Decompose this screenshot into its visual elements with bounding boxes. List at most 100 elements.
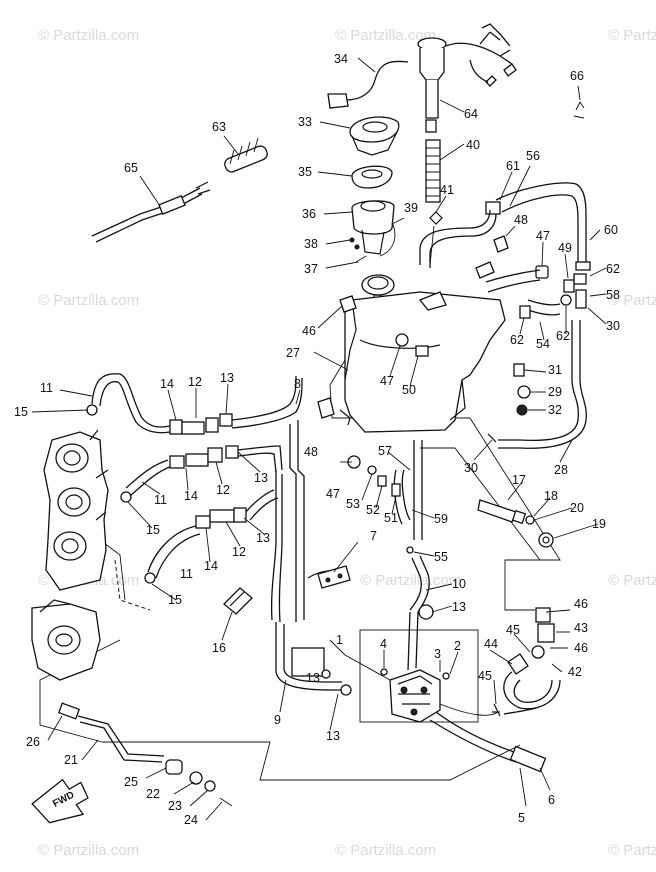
hose-clip — [223, 587, 253, 615]
callout-32: 32 — [548, 403, 562, 417]
callout-18: 18 — [544, 489, 558, 503]
callout-30: 30 — [464, 461, 478, 475]
callout-39: 39 — [404, 201, 418, 215]
callout-36: 36 — [302, 207, 316, 221]
callout-56: 56 — [526, 149, 540, 163]
callout-46: 46 — [574, 597, 588, 611]
watermark: © Partzilla.com — [608, 842, 656, 859]
watermark: © Partzilla.com — [335, 27, 436, 44]
callout-12: 12 — [188, 375, 202, 389]
callout-13: 13 — [256, 531, 270, 545]
callout-60: 60 — [604, 223, 618, 237]
callout-54: 54 — [536, 337, 550, 351]
callout-30: 30 — [606, 319, 620, 333]
callout-4: 4 — [380, 637, 387, 651]
callout-13: 13 — [220, 371, 234, 385]
callout-46: 46 — [302, 324, 316, 338]
callout-63: 63 — [212, 120, 226, 134]
callout-16: 16 — [212, 641, 226, 655]
tank-top-hoses — [339, 209, 497, 313]
oil-level-sender — [327, 23, 517, 266]
callout-34: 34 — [334, 52, 348, 66]
callout-22: 22 — [146, 787, 160, 801]
watermark-layer: © Partzilla.com © Partzilla.com © Partzi… — [38, 27, 656, 859]
callout-10: 10 — [452, 577, 466, 591]
callout-17: 17 — [512, 473, 526, 487]
watermark: © Partzilla.com — [608, 27, 656, 44]
callout-21: 21 — [64, 753, 78, 767]
callout-23: 23 — [168, 799, 182, 813]
callout-44: 44 — [484, 637, 498, 651]
callout-38: 38 — [304, 237, 318, 251]
callout-53: 53 — [346, 497, 360, 511]
callout-33: 33 — [298, 115, 312, 129]
fuel-pump — [380, 611, 547, 773]
callout-52: 52 — [366, 503, 380, 517]
callout-65: 65 — [124, 161, 138, 175]
oil-tank — [339, 274, 506, 433]
watermark: © Partzilla.com — [608, 572, 656, 589]
callout-13: 13 — [306, 671, 320, 685]
watermark: © Partzilla.com — [360, 572, 461, 589]
callout-2: 2 — [454, 639, 461, 653]
callout-3: 3 — [434, 647, 441, 661]
callout-61: 61 — [506, 159, 520, 173]
callout-58: 58 — [606, 288, 620, 302]
left-hose-network — [91, 373, 352, 696]
callout-37: 37 — [304, 262, 318, 276]
watermark: © Partzilla.com — [38, 842, 139, 859]
watermark: © Partzilla.com — [38, 292, 139, 309]
callout-41: 41 — [440, 183, 454, 197]
callout-15: 15 — [168, 593, 182, 607]
watermark: © Partzilla.com — [38, 27, 139, 44]
callout-12: 12 — [216, 483, 230, 497]
callout-62: 62 — [556, 329, 570, 343]
callout-28: 28 — [554, 463, 568, 477]
callout-13: 13 — [254, 471, 268, 485]
callout-13: 13 — [326, 729, 340, 743]
callout-11: 11 — [180, 567, 193, 581]
callout-59: 59 — [434, 512, 448, 526]
lower-carburetor — [31, 599, 101, 681]
callout-49: 49 — [558, 241, 572, 255]
callout-14: 14 — [204, 559, 218, 573]
callout-29: 29 — [548, 385, 562, 399]
lower-left-line — [57, 702, 233, 807]
callout-11: 11 — [154, 493, 167, 507]
callout-5: 5 — [518, 811, 525, 825]
callout-20: 20 — [570, 501, 584, 515]
callout-9: 9 — [274, 713, 281, 727]
callout-50: 50 — [402, 383, 416, 397]
callout-48: 48 — [304, 445, 318, 459]
callout-47: 47 — [326, 487, 340, 501]
callout-25: 25 — [124, 775, 138, 789]
callout-26: 26 — [26, 735, 40, 749]
callout-15: 15 — [14, 405, 28, 419]
callout-labels: 34 33 35 36 38 37 39 64 40 41 61 56 48 6… — [14, 52, 620, 827]
callout-45: 45 — [506, 623, 520, 637]
callout-66: 66 — [570, 69, 584, 83]
callout-19: 19 — [592, 517, 606, 531]
callout-27: 27 — [286, 346, 300, 360]
callout-31: 31 — [548, 363, 562, 377]
callout-6: 6 — [548, 793, 555, 807]
callout-7: 7 — [370, 529, 377, 543]
callout-11: 11 — [40, 381, 53, 395]
callout-24: 24 — [184, 813, 198, 827]
callout-51: 51 — [384, 511, 398, 525]
callout-62: 62 — [606, 262, 620, 276]
carburetor-block — [43, 404, 156, 591]
callout-47: 47 — [380, 374, 394, 388]
callout-42: 42 — [568, 665, 582, 679]
fuel-filter — [492, 607, 561, 717]
leader-lines — [31, 57, 607, 821]
callout-55: 55 — [434, 550, 448, 564]
callout-43: 43 — [574, 621, 588, 635]
callout-47: 47 — [536, 229, 550, 243]
callout-12: 12 — [232, 545, 246, 559]
callout-62: 62 — [510, 333, 524, 347]
callout-45: 45 — [478, 669, 492, 683]
fwd-direction-arrow: FWD — [31, 778, 89, 824]
callout-64: 64 — [464, 107, 478, 121]
tank-fittings — [317, 333, 429, 419]
